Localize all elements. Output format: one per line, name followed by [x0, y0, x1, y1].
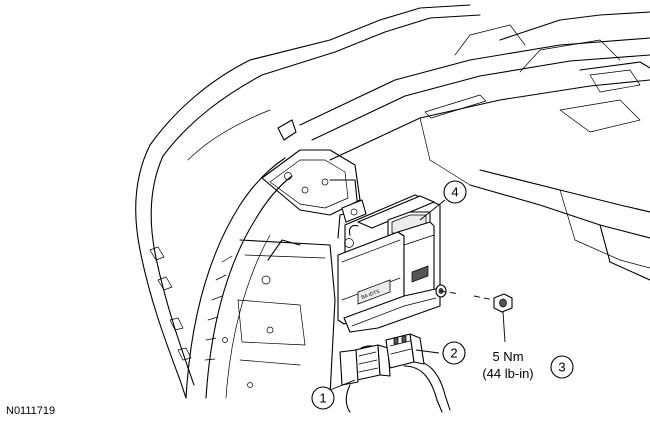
figure-id: N0111719	[6, 405, 55, 417]
installation-path-line	[439, 290, 495, 301]
leader-lines	[329, 199, 506, 391]
electrical-connector	[339, 344, 391, 386]
torque-spec-metric: 5 Nm	[492, 349, 523, 364]
torque-spec-imperial: (44 lb-in)	[482, 366, 533, 381]
harness-connector	[385, 333, 425, 369]
svg-text:4: 4	[451, 185, 458, 200]
svg-text:2: 2	[450, 346, 457, 361]
callout-4: 4	[443, 180, 467, 204]
svg-text:1: 1	[319, 391, 326, 406]
svg-text:3: 3	[558, 360, 565, 375]
vehicle-body-structure	[135, 4, 650, 399]
retaining-nut	[493, 293, 513, 313]
callout-3: 3	[550, 355, 574, 379]
module-assembly: BA IDTS	[337, 194, 447, 333]
callout-1: 1	[311, 386, 335, 410]
callout-2: 2	[442, 341, 466, 365]
